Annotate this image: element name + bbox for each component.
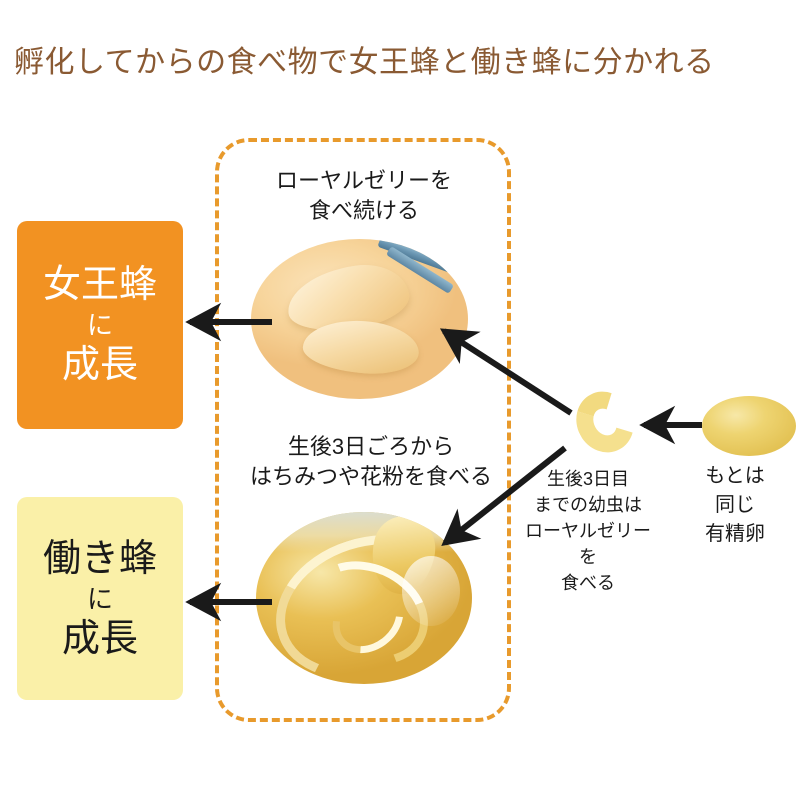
- fertilized-egg: [702, 396, 796, 456]
- bee-larva: [565, 381, 645, 463]
- worker-bee-outcome-box: 働き蜂 に 成長: [17, 497, 183, 700]
- queen-outcome-line-1: 女王蜂: [42, 264, 157, 306]
- dashed-group-container: [215, 138, 511, 722]
- worker-outcome-line-3: 成長: [61, 617, 138, 660]
- honey-highlight: [402, 556, 460, 626]
- larva-caption: 生後3日目 までの幼虫は ローヤルゼリーを 食べる: [525, 469, 651, 593]
- honey-swirl-photo: [256, 512, 472, 684]
- queen-outcome-line-2: に: [86, 310, 113, 340]
- larva-body-shape: [565, 381, 645, 463]
- royal-jelly-caption: ローヤルゼリーを 食べ続ける: [275, 168, 452, 223]
- honey-pollen-caption: 生後3日ごろから はちみつや花粉を食べる: [249, 434, 492, 489]
- queen-outcome-line-3: 成長: [61, 344, 138, 386]
- queen-bee-outcome-box: 女王蜂 に 成長: [17, 221, 183, 429]
- worker-outcome-line-2: に: [86, 583, 113, 614]
- egg-caption: もとは 同じ 有精卵: [705, 465, 765, 545]
- worker-outcome-line-1: 働き蜂: [42, 537, 157, 580]
- royal-jelly-photo: [251, 239, 468, 399]
- page-title: 孵化してからの食べ物で女王蜂と働き蜂に分かれる: [14, 46, 715, 79]
